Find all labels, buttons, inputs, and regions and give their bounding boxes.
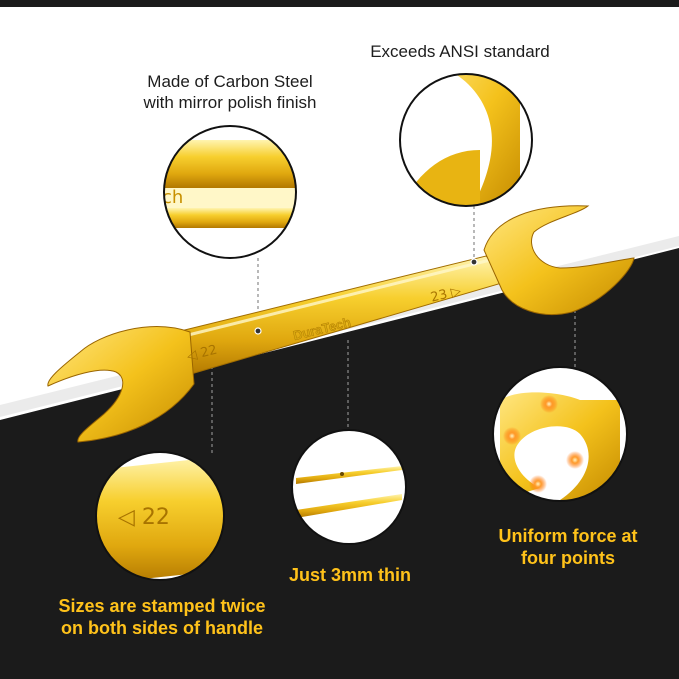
size-stamp-22: ◁ 22 xyxy=(118,505,170,530)
callout-material-line1: Made of Carbon Steel xyxy=(147,72,313,91)
callout-anchor-dot xyxy=(470,258,478,266)
callout-sizes-line1: Sizes are stamped twice xyxy=(58,596,266,616)
force-point xyxy=(540,395,558,413)
zoom-circle-force xyxy=(492,366,628,502)
callout-thickness-line1: Just 3mm thin xyxy=(288,565,412,585)
callout-material-line2: with mirror polish finish xyxy=(143,92,317,112)
callout-sizes: Sizes are stamped twice on both sides of… xyxy=(42,596,282,640)
wrench: DuraTech ◁ 22 23 ▷ xyxy=(47,205,635,443)
wrench-jaw-23 xyxy=(483,205,635,316)
zoom-circle-material: ch xyxy=(162,125,297,259)
callout-material: Made of Carbon Steel with mirror polish … xyxy=(100,72,360,113)
callout-force: Uniform force at four points xyxy=(480,526,656,570)
force-point xyxy=(529,475,547,493)
wrench-jaw-22 xyxy=(47,326,195,443)
callout-standard: Exceeds ANSI standard xyxy=(345,42,575,63)
callout-force-line2: four points xyxy=(521,547,615,568)
callout-sizes-line2: on both sides of handle xyxy=(61,617,263,638)
force-point xyxy=(503,427,521,445)
zoom-circle-sizes: ◁ 22 xyxy=(95,451,225,581)
callout-standard-line1: Exceeds ANSI standard xyxy=(370,42,550,61)
wrench-handle-highlight xyxy=(159,258,491,344)
wrench-stamp-22: ◁ 22 xyxy=(185,343,218,365)
wrench-stamp-23: 23 ▷ xyxy=(429,284,462,306)
callout-anchor-dot xyxy=(254,327,262,335)
force-point xyxy=(566,451,584,469)
stamp-partial-text: ch xyxy=(162,187,183,208)
callout-force-line1: Uniform force at xyxy=(498,526,638,546)
zoom-circle-thickness xyxy=(291,429,407,545)
top-border xyxy=(0,0,679,7)
zoom-circle-ansi xyxy=(399,73,533,207)
callout-thickness: Just 3mm thin xyxy=(280,565,420,587)
